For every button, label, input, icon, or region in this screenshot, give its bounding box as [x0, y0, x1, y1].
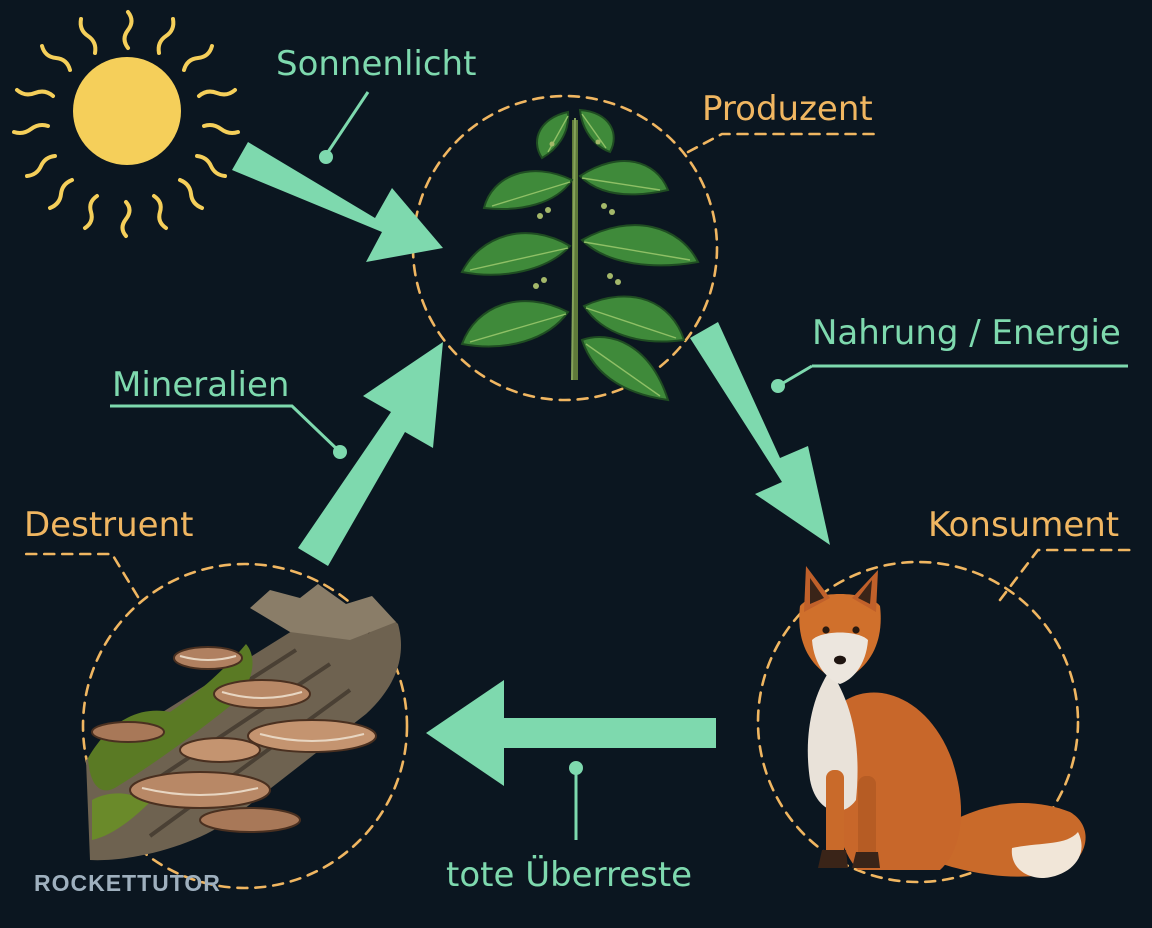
minerals-arrow	[298, 342, 443, 566]
minerals-label: Mineralien	[112, 365, 289, 405]
consumer-circle	[756, 560, 1080, 884]
brand-watermark: ROCKETTUTOR	[34, 870, 221, 896]
nettle-plant-icon	[460, 108, 700, 402]
producer-leader-line	[686, 132, 882, 154]
sun-icon	[12, 10, 240, 238]
food-energy-arrow	[690, 322, 830, 545]
minerals-leader-line	[238, 404, 342, 454]
consumer-label: Konsument	[928, 505, 1119, 545]
producer-label: Produzent	[702, 89, 873, 129]
bracket-fungus-log-icon	[86, 584, 402, 861]
consumer-leader-line	[998, 548, 1132, 602]
food-energy-label: Nahrung / Energie	[812, 313, 1121, 353]
decomposer-circle	[81, 562, 409, 890]
decomposer-leader-line	[22, 552, 140, 599]
remains-arrow	[426, 680, 716, 786]
fox-icon	[799, 566, 1086, 878]
sunlight-leader-line	[324, 91, 370, 156]
decomposer-label: Destruent	[24, 505, 193, 545]
sunlight-label: Sonnenlicht	[276, 44, 476, 84]
sunlight-arrow	[232, 142, 443, 262]
remains-label: tote Überreste	[446, 854, 692, 895]
